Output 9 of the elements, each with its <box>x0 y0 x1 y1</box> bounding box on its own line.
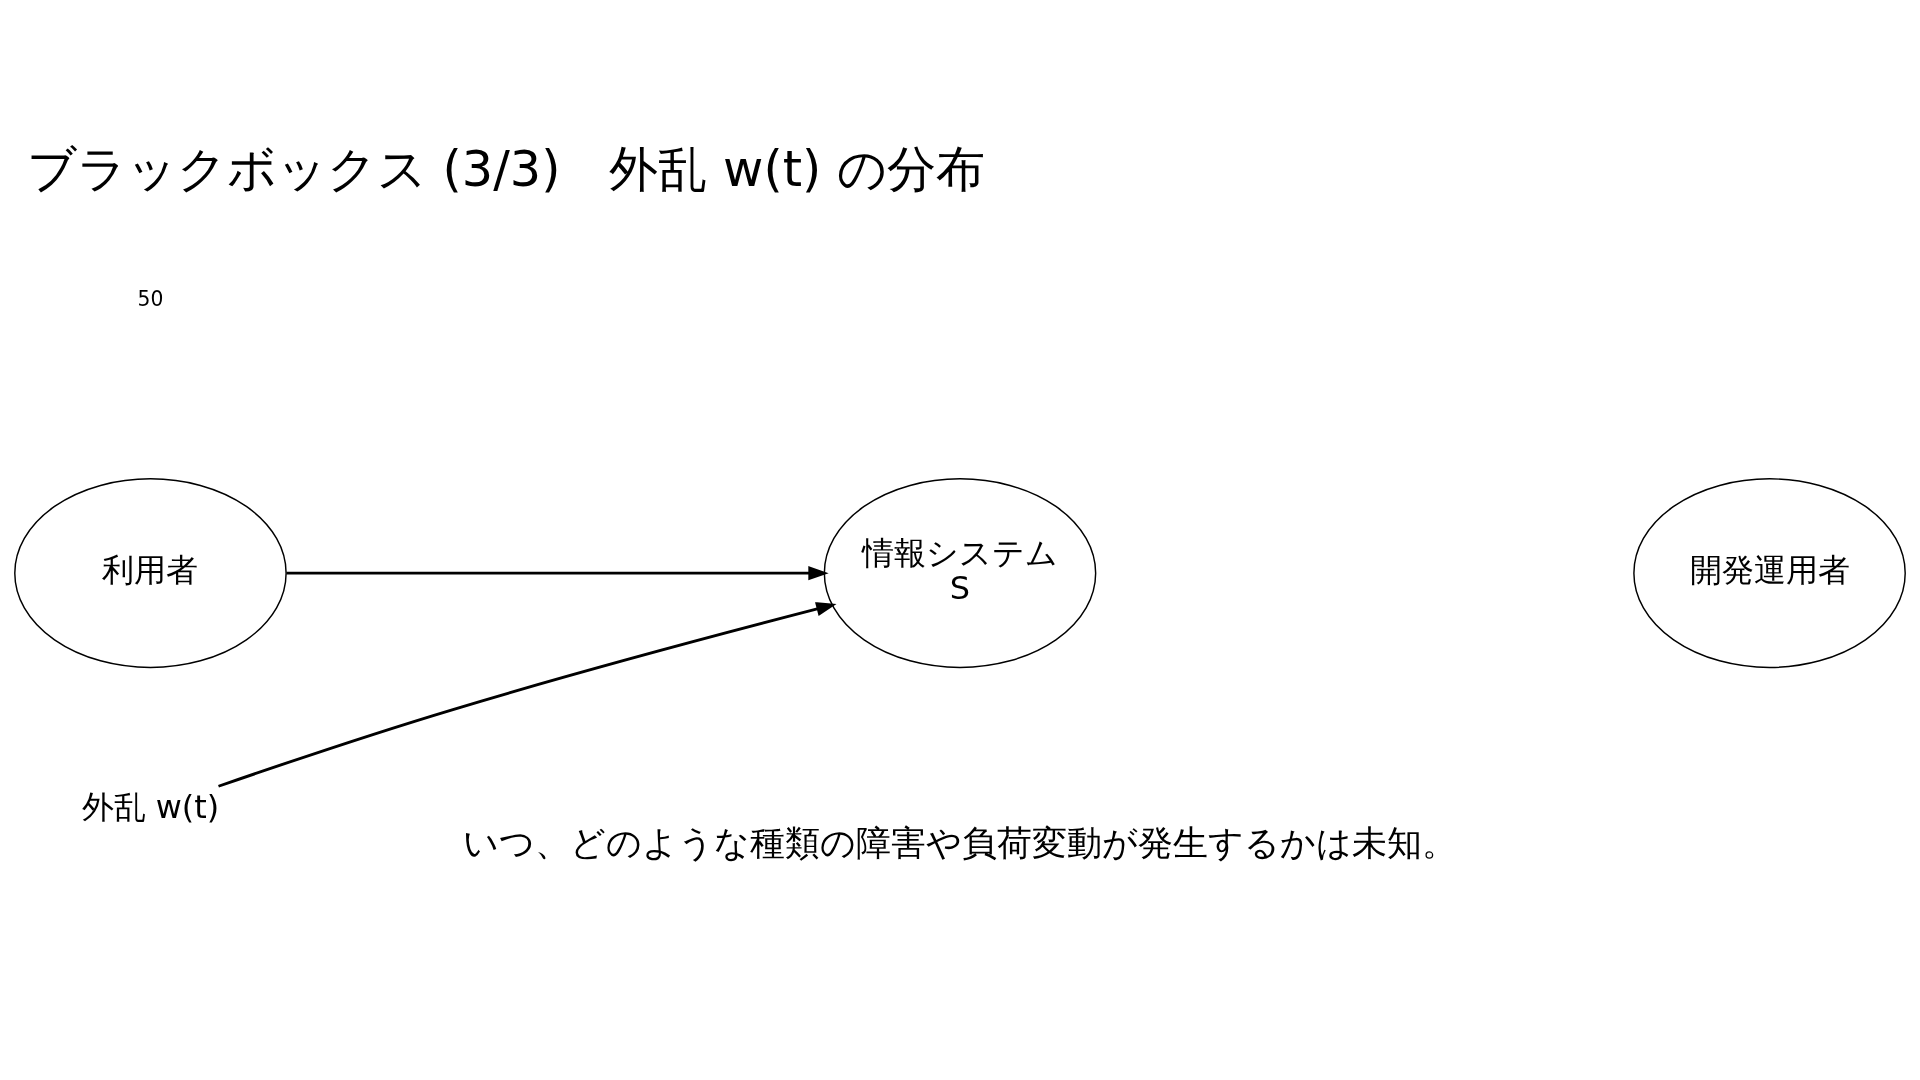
label: 50 <box>137 286 164 311</box>
arrow <box>218 601 837 788</box>
node-text: 外乱 w(t) <box>81 787 220 826</box>
label: いつ、どのような種類の障害や負荷変動が発生するかは未知。 <box>463 822 1457 863</box>
node-ellipse: 情報システム S <box>823 477 1097 668</box>
arrow <box>286 565 829 580</box>
diagram-title: ブラックボックス (3/3) 外乱 w(t) の分布 <box>26 139 985 198</box>
node-ellipse: 利用者 <box>14 477 287 668</box>
node-ellipse: 開発運用者 <box>1633 477 1906 668</box>
